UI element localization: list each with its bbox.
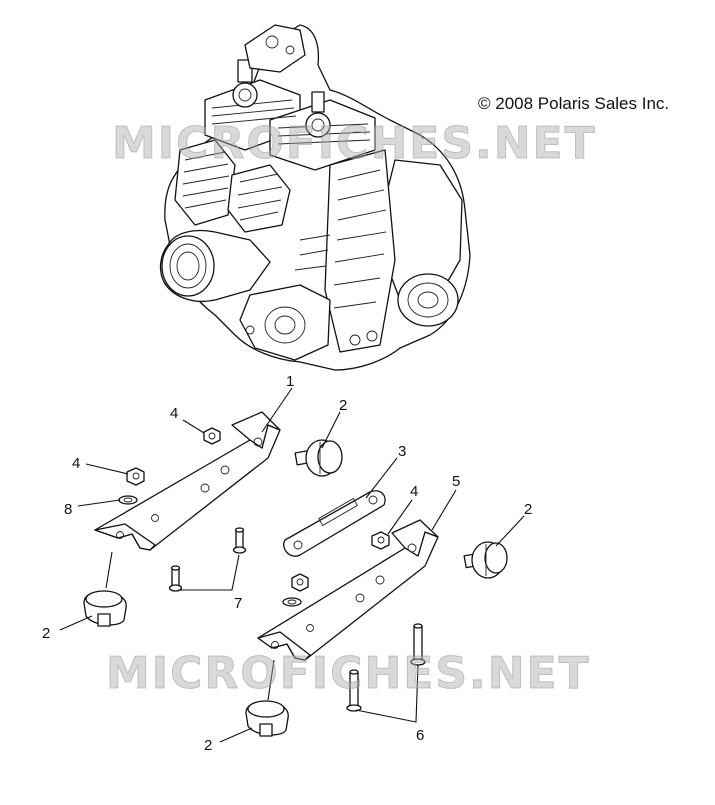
isolator-mount-upper-left: [294, 439, 343, 477]
callout-8: 8: [64, 501, 72, 518]
right-engine-mount-bracket: [257, 519, 439, 661]
callout-1: 1: [286, 373, 294, 390]
engine-assembly: [159, 24, 471, 371]
nut-left: [126, 467, 145, 486]
nut-top: [203, 427, 221, 445]
long-bolt-left: [346, 669, 362, 712]
callout-4-left: 4: [72, 455, 80, 472]
callout-4-top: 4: [170, 405, 178, 422]
watermark-bottom: MICROFICHES.NET: [106, 648, 591, 700]
callout-7: 7: [234, 595, 242, 612]
callout-2-lower-left: 2: [42, 625, 50, 642]
washer-right: [282, 597, 302, 607]
isolator-mount-upper-right: [463, 541, 508, 579]
washer-left: [118, 495, 138, 505]
callout-3: 3: [398, 443, 406, 460]
bolt-upper: [232, 527, 247, 554]
callout-5: 5: [452, 473, 460, 490]
long-bolt-right: [410, 623, 426, 666]
bolt-lower: [168, 565, 183, 592]
callout-4-center: 4: [410, 483, 418, 500]
isolator-mount-lower-left: [83, 551, 127, 627]
mount-plate: [283, 490, 386, 557]
callout-6: 6: [416, 727, 424, 744]
nut-lower: [291, 573, 309, 592]
callout-2-upper-right: 2: [524, 501, 532, 518]
leader-lines: [59, 387, 525, 743]
copyright-notice: © 2008 Polaris Sales Inc.: [478, 94, 670, 113]
watermark-top: MICROFICHES.NET: [112, 118, 597, 170]
left-engine-mount-bracket: [94, 411, 281, 551]
callout-2-lower-right: 2: [204, 737, 212, 754]
callout-2-upper-left: 2: [339, 397, 347, 414]
isolator-mount-lower-right: [245, 659, 289, 737]
callout-labels: 1 2 4 4 8 3 4 5 2 7 2 2 6: [42, 373, 532, 754]
nut-center: [371, 531, 390, 550]
